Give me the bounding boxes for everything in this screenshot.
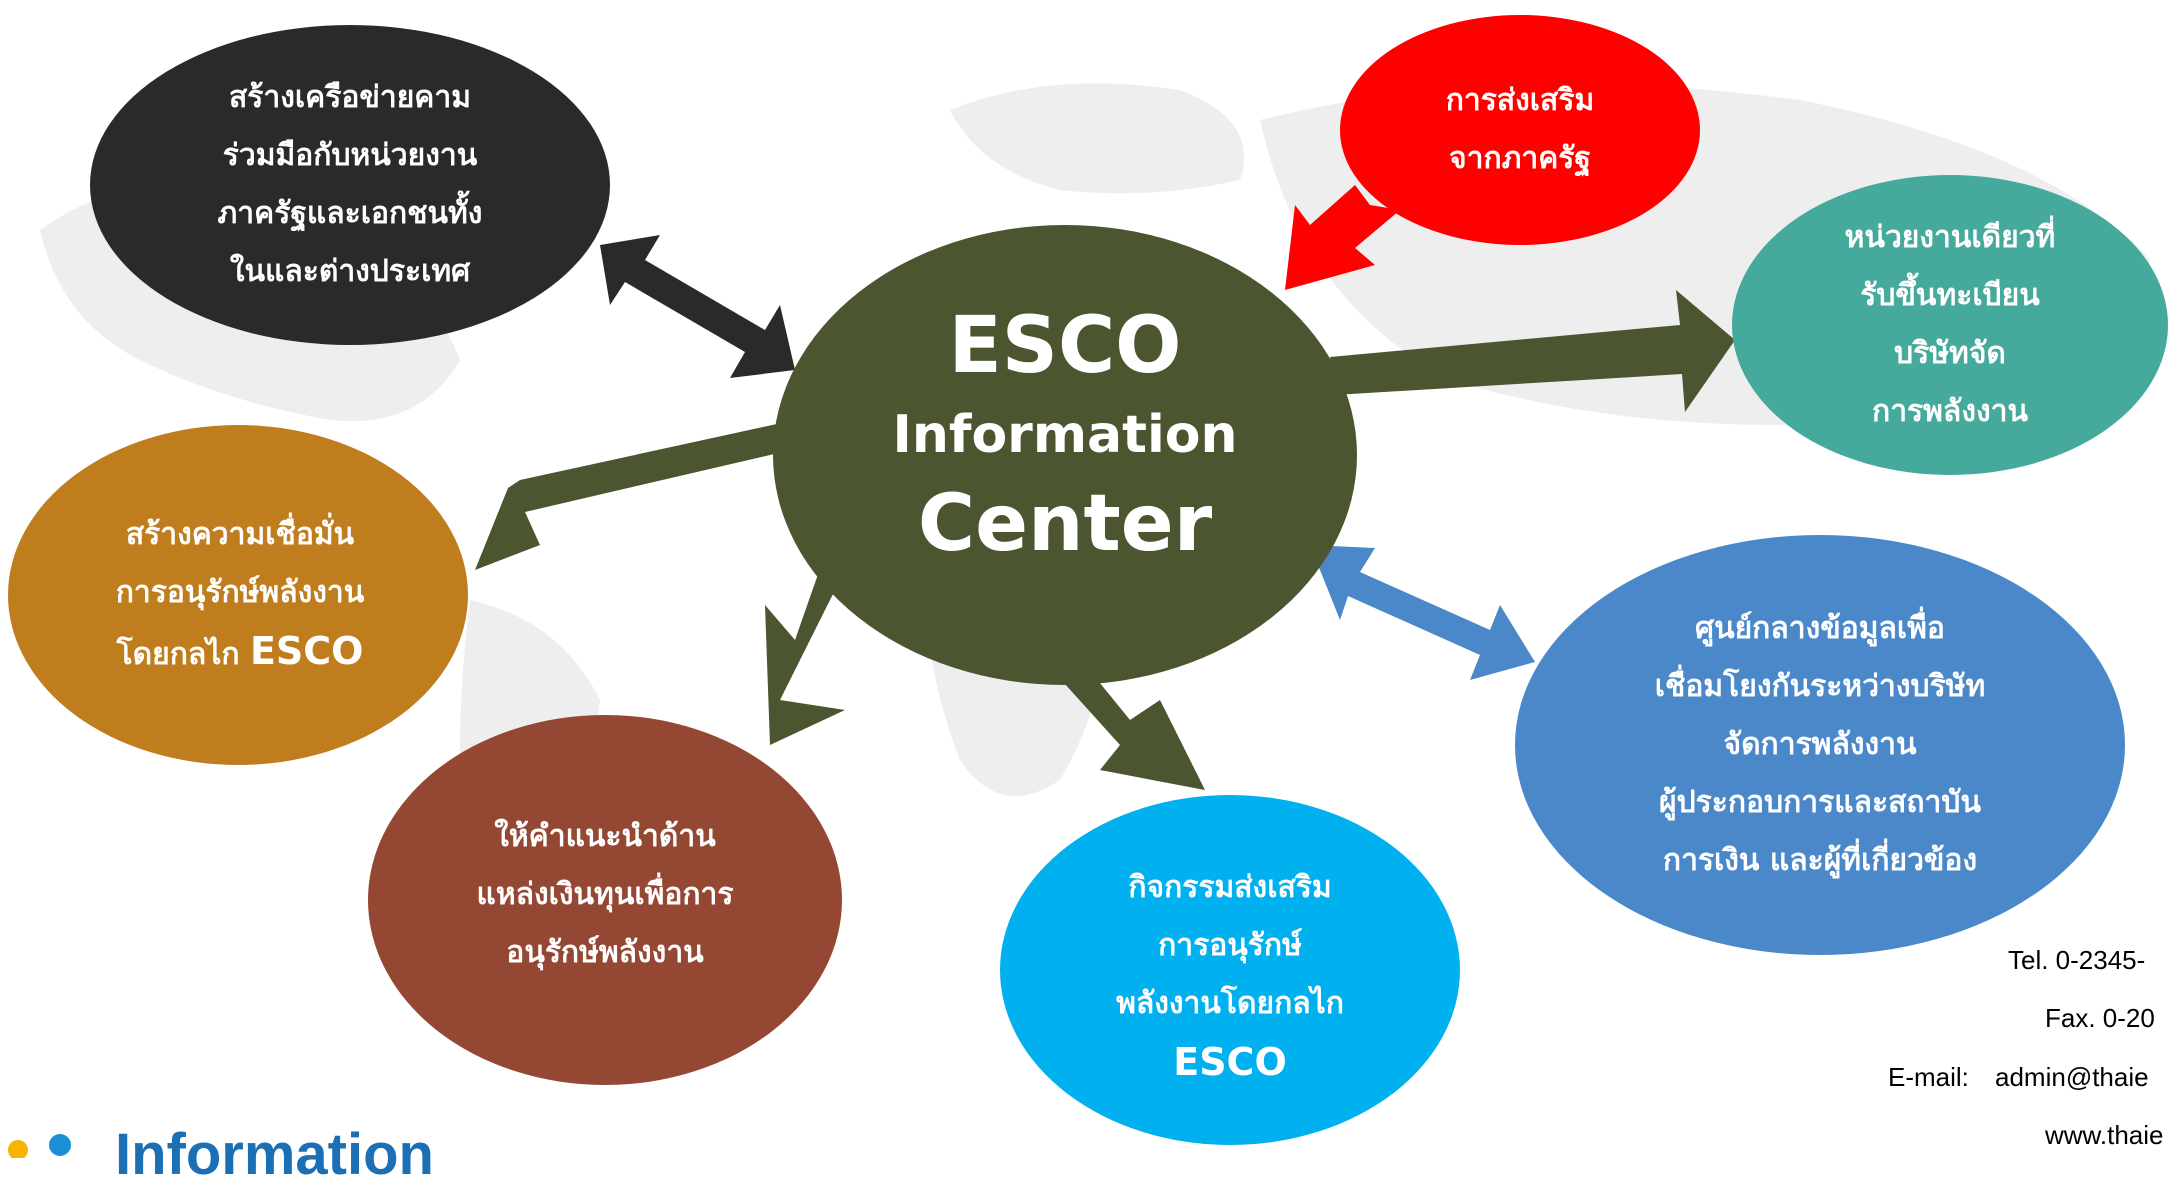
center-title-esco: ESCO bbox=[948, 301, 1182, 391]
arrow-center-to-confidence bbox=[475, 420, 800, 570]
activities-node-bubble bbox=[1000, 795, 1460, 1145]
confidence-line: การอนุรักษ์พลังงาน bbox=[115, 575, 365, 610]
datacenter-node-bubble bbox=[1515, 535, 2125, 955]
network-line: ในและต่างประเทศ bbox=[229, 254, 471, 289]
datacenter-node-text: ศูนย์กลางข้อมูลเพื่อ เชื่อมโยงกันระหว่าง… bbox=[1560, 595, 2080, 895]
finance-line: อนุรักษ์พลังงาน bbox=[506, 935, 704, 970]
finance-line: แหล่งเงินทุนเพื่อการ bbox=[476, 877, 734, 912]
datacenter-line: ศูนย์กลางข้อมูลเพื่อ bbox=[1695, 611, 1945, 646]
datacenter-line: เชื่อมโยงกันระหว่างบริษัท bbox=[1654, 669, 1986, 704]
confidence-node-text: สร้างความเชื่อมั่น การอนุรักษ์พลังงาน โด… bbox=[30, 500, 450, 690]
arrow-datacenter-center-double bbox=[1310, 545, 1535, 680]
arrow-center-to-registration bbox=[1330, 290, 1735, 412]
government-node-bubble bbox=[1340, 15, 1700, 245]
confidence-node-bubble bbox=[8, 425, 468, 765]
center-title-center: Center bbox=[917, 479, 1213, 569]
network-node-bubble bbox=[90, 25, 610, 345]
registration-line: การพลังงาน bbox=[1872, 394, 2028, 429]
contact-email-value[interactable]: admin@thaie bbox=[1995, 1062, 2149, 1092]
confidence-line: สร้างความเชื่อมั่น bbox=[125, 517, 355, 552]
activities-line: พลังงานโดยกลไก bbox=[1116, 986, 1344, 1021]
activities-line: กิจกรรมส่งเสริม bbox=[1128, 870, 1332, 905]
registration-line: บริษัทจัด bbox=[1894, 336, 2006, 371]
contact-fax: Fax. 0-20 bbox=[2045, 1003, 2155, 1033]
finance-line: ให้คำแนะนำด้าน bbox=[494, 819, 716, 854]
government-node-text: การส่งเสริม จากภาครัฐ bbox=[1360, 60, 1680, 200]
activities-node-text: กิจกรรมส่งเสริม การอนุรักษ์ พลังงานโดยกล… bbox=[1040, 850, 1420, 1100]
logo-dot-yellow bbox=[8, 1140, 28, 1158]
center-title-information: Information bbox=[892, 405, 1238, 465]
registration-line: หน่วยงานเดียวที่ bbox=[1844, 220, 2056, 255]
confidence-line-3: โดยกลไก ESCO bbox=[117, 622, 364, 684]
finance-node-text: ให้คำแนะนำด้าน แหล่งเงินทุนเพื่อการ อนุร… bbox=[400, 800, 810, 990]
center-node-bubble bbox=[773, 225, 1357, 685]
datacenter-line: จัดการพลังงาน bbox=[1723, 727, 1917, 762]
network-line: สร้างเครือข่ายคาม bbox=[229, 80, 471, 115]
diagram-canvas bbox=[8, 15, 2168, 1158]
registration-node-bubble bbox=[1732, 175, 2168, 475]
datacenter-line: ผู้ประกอบการและสถาบัน bbox=[1659, 785, 1981, 820]
network-node-text: สร้างเครือข่ายคาม ร่วมมือกับหน่วยงาน ภาค… bbox=[110, 60, 590, 310]
contact-website[interactable]: www.thaie bbox=[2045, 1120, 2164, 1150]
government-line: จากภาครัฐ bbox=[1449, 141, 1591, 176]
registration-node-text: หน่วยงานเดียวที่ รับขึ้นทะเบียน บริษัทจั… bbox=[1760, 205, 2140, 445]
confidence-line-3-prefix: โดยกลไก bbox=[116, 637, 250, 672]
arrow-center-to-finance bbox=[765, 540, 850, 745]
arrow-network-center-double bbox=[600, 235, 795, 378]
contact-tel: Tel. 0-2345- bbox=[2008, 945, 2146, 975]
activities-line: การอนุรักษ์ bbox=[1158, 928, 1302, 963]
network-line: ภาครัฐและเอกชนทั้ง bbox=[217, 196, 483, 231]
footer-logo-text: Information bbox=[115, 1122, 434, 1187]
activities-line: ESCO bbox=[1173, 1040, 1287, 1084]
contact-email-label: E-mail: bbox=[1888, 1062, 1969, 1092]
arrow-government-to-center bbox=[1285, 185, 1400, 290]
registration-line: รับขึ้นทะเบียน bbox=[1860, 278, 2040, 313]
datacenter-line: การเงิน และผู้ที่เกี่ยวข้อง bbox=[1662, 843, 1978, 878]
network-line: ร่วมมือกับหน่วยงาน bbox=[222, 138, 478, 173]
government-line: การส่งเสริม bbox=[1445, 83, 1595, 118]
confidence-line-3-esco: ESCO bbox=[249, 629, 364, 673]
diagram-stage: สร้างเครือข่ายคาม ร่วมมือกับหน่วยงาน ภาค… bbox=[8, 15, 2168, 1185]
map-shape-europe bbox=[950, 83, 1244, 194]
center-node-text: ESCO Information Center bbox=[845, 285, 1285, 585]
logo-dot-blue bbox=[49, 1134, 71, 1156]
finance-node-bubble bbox=[368, 715, 842, 1085]
